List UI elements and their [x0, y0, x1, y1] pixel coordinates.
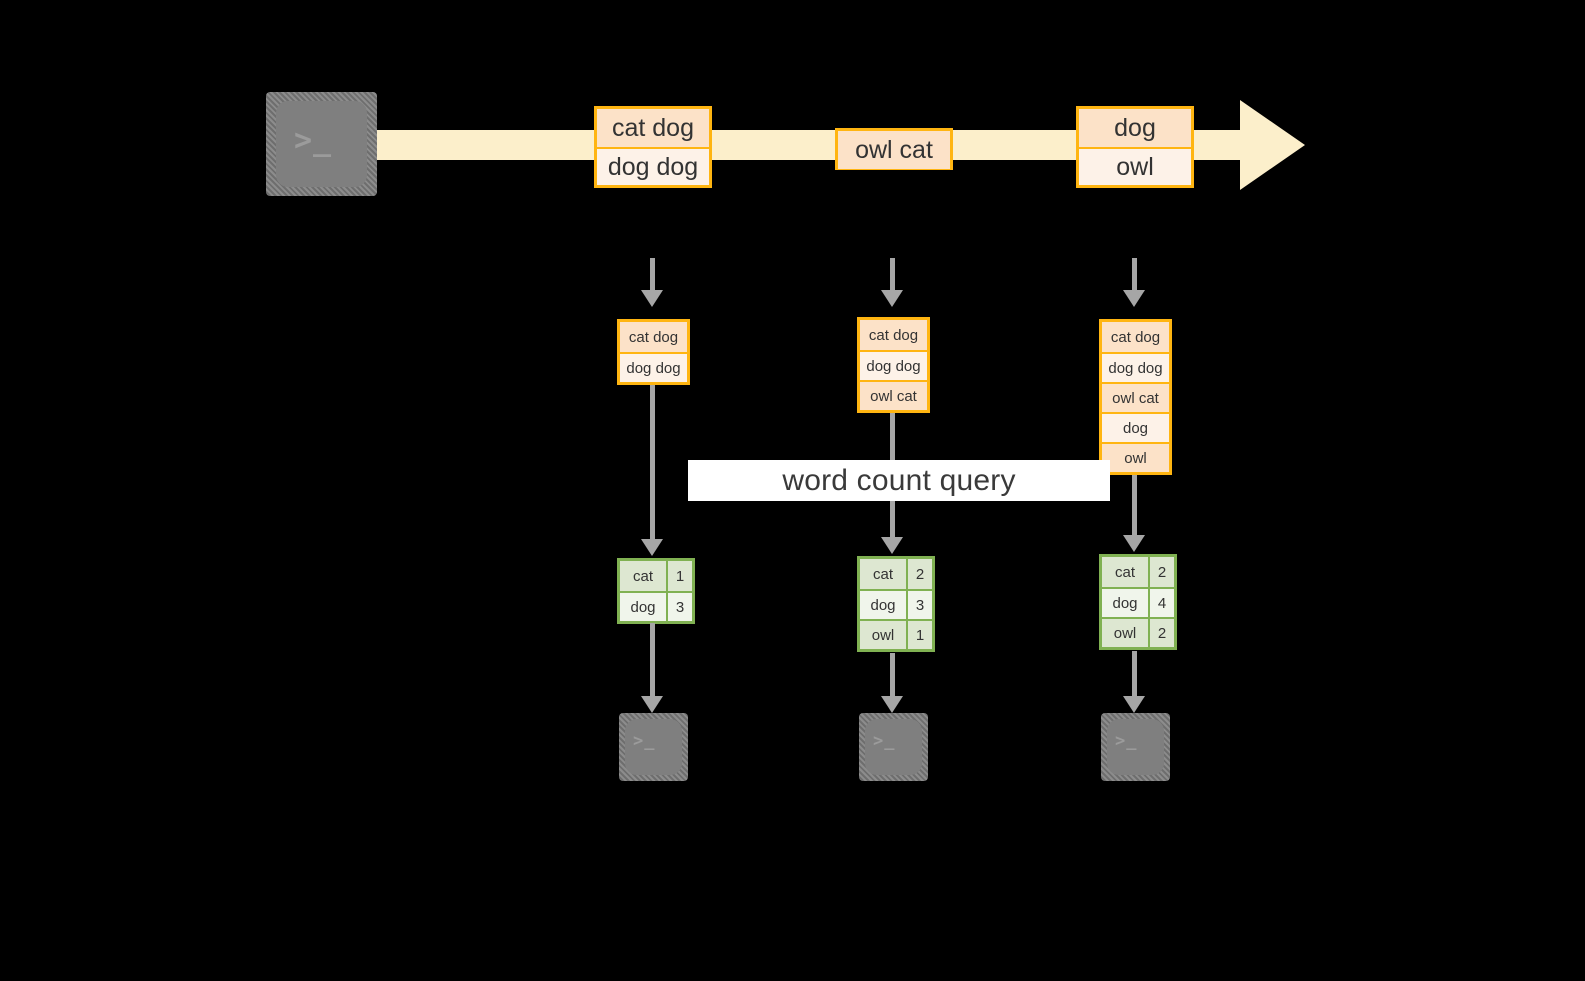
stream-to-snapshot-arrowhead-2 — [881, 290, 903, 307]
result-word: cat — [620, 561, 666, 591]
query-label-band: word count query — [688, 460, 1110, 501]
result-to-sink-arrowhead-2 — [881, 696, 903, 713]
accumulated-line: cat dog — [1102, 322, 1169, 352]
table-row: owl 1 — [860, 619, 932, 649]
accumulated-line: dog dog — [1102, 352, 1169, 382]
result-word: dog — [860, 591, 906, 619]
accumulated-line: owl — [1102, 442, 1169, 472]
stream-event-line: dog dog — [597, 147, 709, 185]
result-count: 2 — [1148, 619, 1174, 647]
terminal-screen — [276, 101, 367, 187]
stream-event-line: dog — [1079, 109, 1191, 147]
stream-to-snapshot-arrowhead-1 — [641, 290, 663, 307]
terminal-screen — [625, 719, 682, 775]
snapshot-to-result-connector-1 — [650, 385, 655, 541]
result-count: 1 — [906, 621, 932, 649]
terminal-screen — [1107, 719, 1164, 775]
snapshot-accumulated-1: cat dog dog dog — [617, 319, 690, 385]
stream-to-snapshot-connector-2 — [890, 258, 895, 292]
snapshot-to-result-arrowhead-3 — [1123, 535, 1145, 552]
terminal-screen — [865, 719, 922, 775]
terminal-prompt-glyph: >_ — [1115, 731, 1138, 751]
snapshot-to-result-connector-3 — [1132, 475, 1137, 537]
result-to-sink-arrowhead-3 — [1123, 696, 1145, 713]
table-row: dog 3 — [860, 589, 932, 619]
stream-event-batch-1: cat dog dog dog — [594, 106, 712, 188]
result-count: 4 — [1148, 589, 1174, 617]
result-word: dog — [620, 593, 666, 621]
accumulated-line: dog dog — [620, 352, 687, 382]
result-word: owl — [1102, 619, 1148, 647]
result-table-1: cat 1 dog 3 — [617, 558, 695, 624]
table-row: cat 1 — [620, 561, 692, 591]
stream-event-line: owl cat — [838, 131, 950, 169]
sink-terminal-icon-1: >_ — [619, 713, 688, 781]
result-to-sink-connector-1 — [650, 623, 655, 698]
result-count: 2 — [906, 559, 932, 589]
sink-terminal-icon-3: >_ — [1101, 713, 1170, 781]
stream-event-batch-3: dog owl — [1076, 106, 1194, 188]
terminal-prompt-glyph: >_ — [294, 123, 333, 158]
page-title: word count query — [782, 463, 1016, 497]
accumulated-line: owl cat — [1102, 382, 1169, 412]
snapshot-accumulated-2: cat dog dog dog owl cat — [857, 317, 930, 413]
accumulated-line: dog dog — [860, 350, 927, 380]
stream-to-snapshot-connector-3 — [1132, 258, 1137, 292]
result-table-3: cat 2 dog 4 owl 2 — [1099, 554, 1177, 650]
result-count: 2 — [1148, 557, 1174, 587]
result-to-sink-arrowhead-1 — [641, 696, 663, 713]
result-word: cat — [860, 559, 906, 589]
sink-terminal-icon-2: >_ — [859, 713, 928, 781]
result-count: 1 — [666, 561, 692, 591]
result-word: dog — [1102, 589, 1148, 617]
table-row: dog 4 — [1102, 587, 1174, 617]
accumulated-line: dog — [1102, 412, 1169, 442]
result-count: 3 — [666, 593, 692, 621]
table-row: dog 3 — [620, 591, 692, 621]
table-row: cat 2 — [1102, 557, 1174, 587]
stream-to-snapshot-connector-1 — [650, 258, 655, 292]
result-word: owl — [860, 621, 906, 649]
snapshot-to-result-arrowhead-2 — [881, 537, 903, 554]
stream-event-line: cat dog — [597, 109, 709, 147]
accumulated-line: owl cat — [860, 380, 927, 410]
terminal-prompt-glyph: >_ — [633, 731, 656, 751]
result-to-sink-connector-3 — [1132, 651, 1137, 698]
table-row: cat 2 — [860, 559, 932, 589]
result-word: cat — [1102, 557, 1148, 587]
snapshot-accumulated-3: cat dog dog dog owl cat dog owl — [1099, 319, 1172, 475]
result-count: 3 — [906, 591, 932, 619]
table-row: owl 2 — [1102, 617, 1174, 647]
snapshot-to-result-arrowhead-1 — [641, 539, 663, 556]
stream-to-snapshot-arrowhead-3 — [1123, 290, 1145, 307]
accumulated-line: cat dog — [860, 320, 927, 350]
result-to-sink-connector-2 — [890, 653, 895, 698]
terminal-prompt-glyph: >_ — [873, 731, 896, 751]
result-table-2: cat 2 dog 3 owl 1 — [857, 556, 935, 652]
source-terminal-icon: >_ — [266, 92, 377, 196]
accumulated-line: cat dog — [620, 322, 687, 352]
stream-event-batch-2: owl cat — [835, 128, 953, 170]
stream-event-line: owl — [1079, 147, 1191, 185]
